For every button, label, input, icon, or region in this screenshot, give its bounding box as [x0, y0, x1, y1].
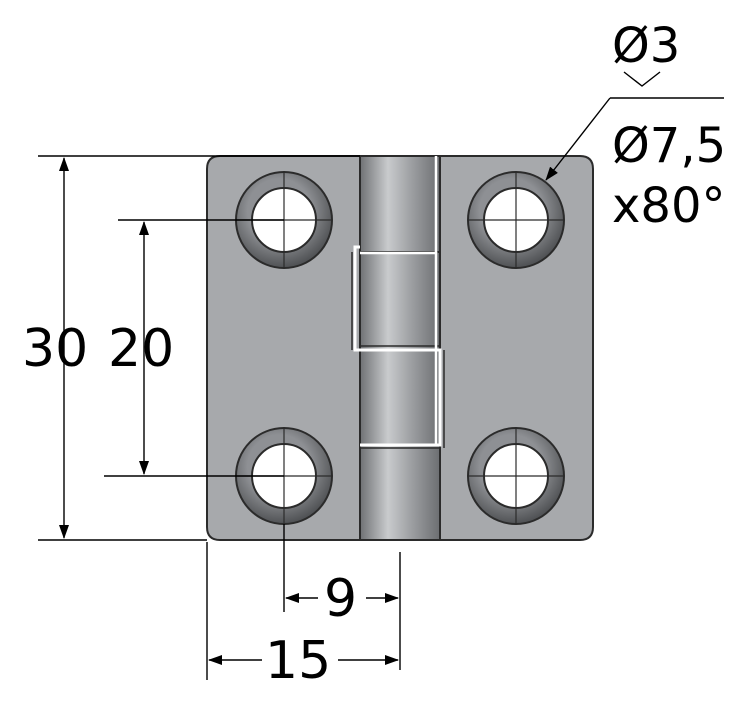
hinge-knuckle	[351, 155, 445, 541]
hole-offset-label: 9	[324, 569, 357, 629]
dimension-overall-height: 30	[22, 155, 360, 541]
hole-bottom-right	[467, 427, 565, 525]
hinge-body	[206, 155, 594, 541]
leaf-width-label: 15	[265, 631, 331, 691]
callout-v-symbol	[623, 71, 661, 87]
countersink-angle-label: x80°	[612, 178, 725, 234]
hole-callout: Ø3 Ø7,5 x80°	[545, 18, 726, 234]
dimension-hole-spacing: 20	[104, 219, 284, 477]
dimension-leaf-width: 15	[206, 542, 399, 691]
hole-diameter-label: Ø3	[612, 18, 680, 74]
countersink-diameter-label: Ø7,5	[612, 118, 726, 174]
dimension-hole-offset: 9	[283, 524, 401, 670]
right-leaf	[439, 155, 594, 541]
left-leaf	[206, 155, 361, 541]
hole-top-right	[467, 171, 565, 269]
overall-height-label: 30	[22, 319, 88, 379]
hole-spacing-label: 20	[108, 319, 174, 379]
